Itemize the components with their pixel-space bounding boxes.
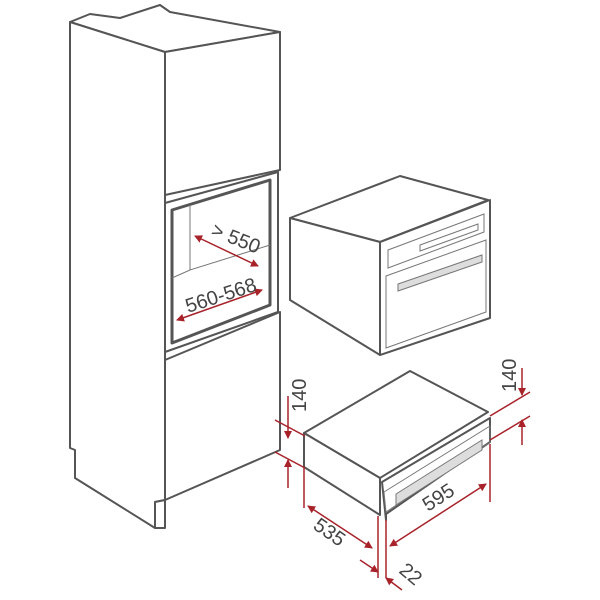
warming-drawer — [303, 370, 491, 521]
front-thickness-label: 22 — [395, 559, 426, 590]
oven-appliance — [289, 175, 491, 356]
cabinet-side — [69, 21, 166, 529]
width-arrow — [176, 288, 263, 322]
oven-door — [385, 239, 487, 349]
width-arrow — [389, 483, 487, 547]
upper-door — [164, 31, 281, 196]
oven-handle — [397, 254, 483, 292]
oven-side — [289, 217, 381, 356]
lower-door — [164, 311, 281, 501]
oven-control-panel — [387, 213, 485, 269]
height-left-label: 140 — [289, 379, 311, 412]
height-right-label: 140 — [499, 359, 521, 392]
drawer-side — [303, 432, 381, 516]
depth-arrow — [307, 505, 373, 549]
oven-display — [419, 223, 479, 252]
drawer-dimensions: 140 140 535 595 22 — [274, 359, 531, 591]
tall-cabinet — [69, 4, 281, 529]
depth-label: 535 — [309, 514, 349, 551]
depth-arrow — [194, 235, 259, 267]
drawer-front-panel — [383, 425, 491, 513]
plinth — [154, 499, 166, 529]
